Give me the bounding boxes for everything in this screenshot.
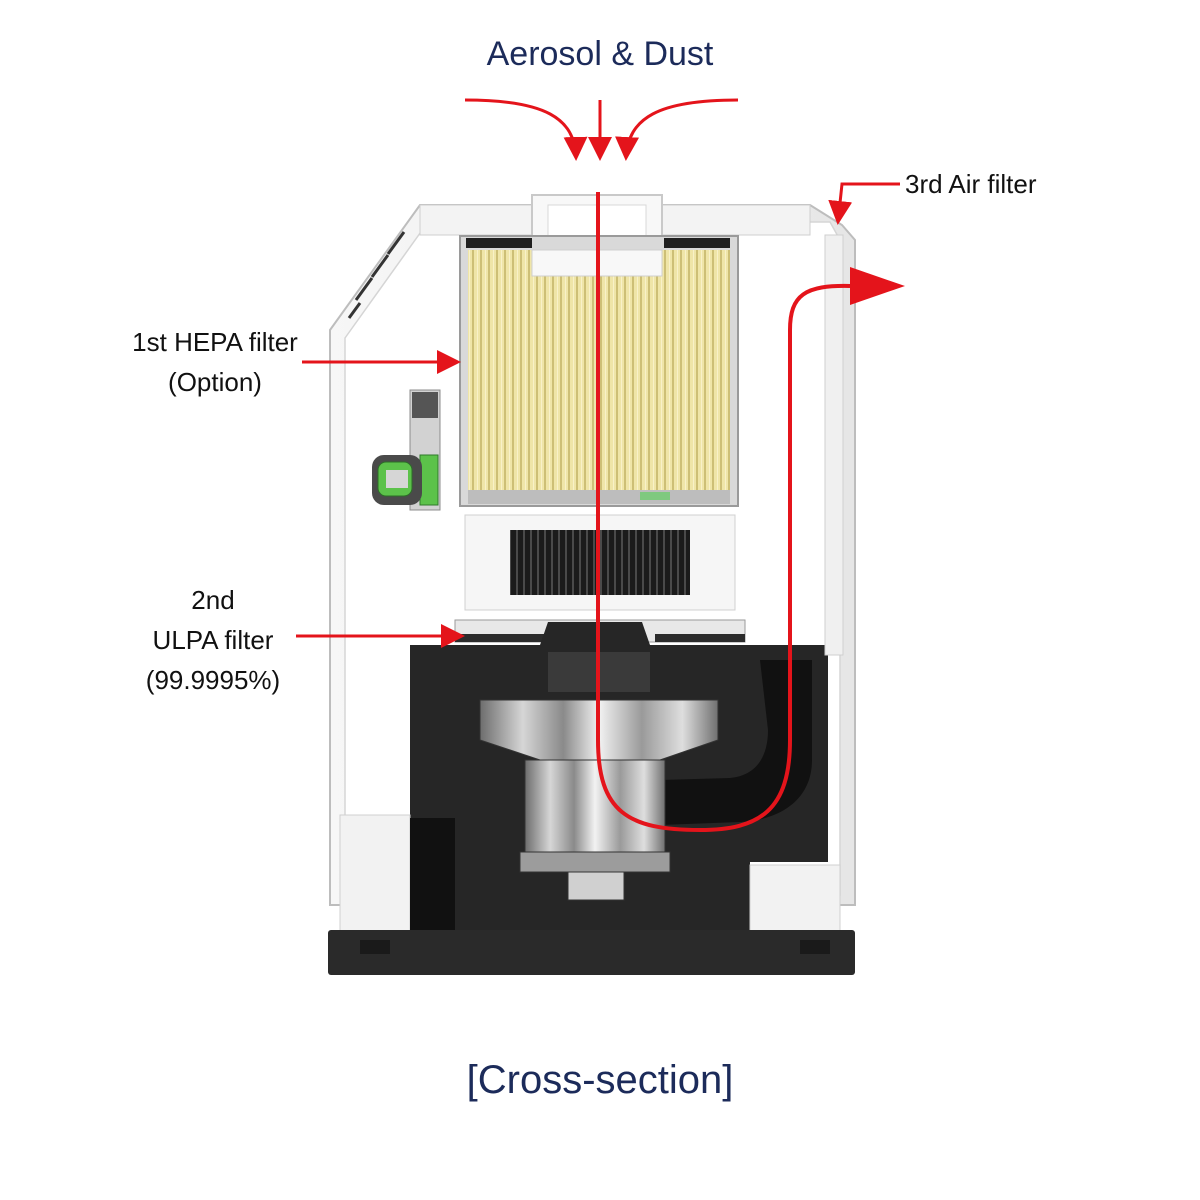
hepa-label-line2: (Option)	[168, 367, 262, 397]
intake-arrow-left	[464, 98, 588, 161]
base-plate	[328, 930, 855, 975]
airflow-path	[596, 192, 851, 833]
diagram-title: Aerosol & Dust	[486, 35, 714, 73]
hepa-label-line1: 1st HEPA filter	[132, 327, 298, 357]
exhaust-arrowhead	[850, 267, 905, 305]
exhaust-vent	[824, 234, 844, 656]
hepa-filter-label: 1st HEPA filter (Option)	[95, 322, 335, 402]
ulpa-label-line3: (99.9995%)	[145, 665, 281, 695]
left-vent-slots	[347, 231, 406, 319]
ulpa-label-line1: 2nd	[191, 585, 235, 615]
callout-arrow-air	[828, 182, 900, 225]
left-lower-compartment	[339, 814, 411, 936]
ulpa-label-line2: ULPA filter	[152, 625, 274, 655]
intake-arrow-right	[615, 98, 739, 161]
control-board	[372, 389, 441, 511]
ulpa-filter-label: 2nd ULPA filter (99.9995%)	[113, 580, 313, 700]
diagram-caption: [Cross-section]	[466, 1058, 734, 1102]
air-filter-label: 3rd Air filter	[905, 169, 1037, 199]
